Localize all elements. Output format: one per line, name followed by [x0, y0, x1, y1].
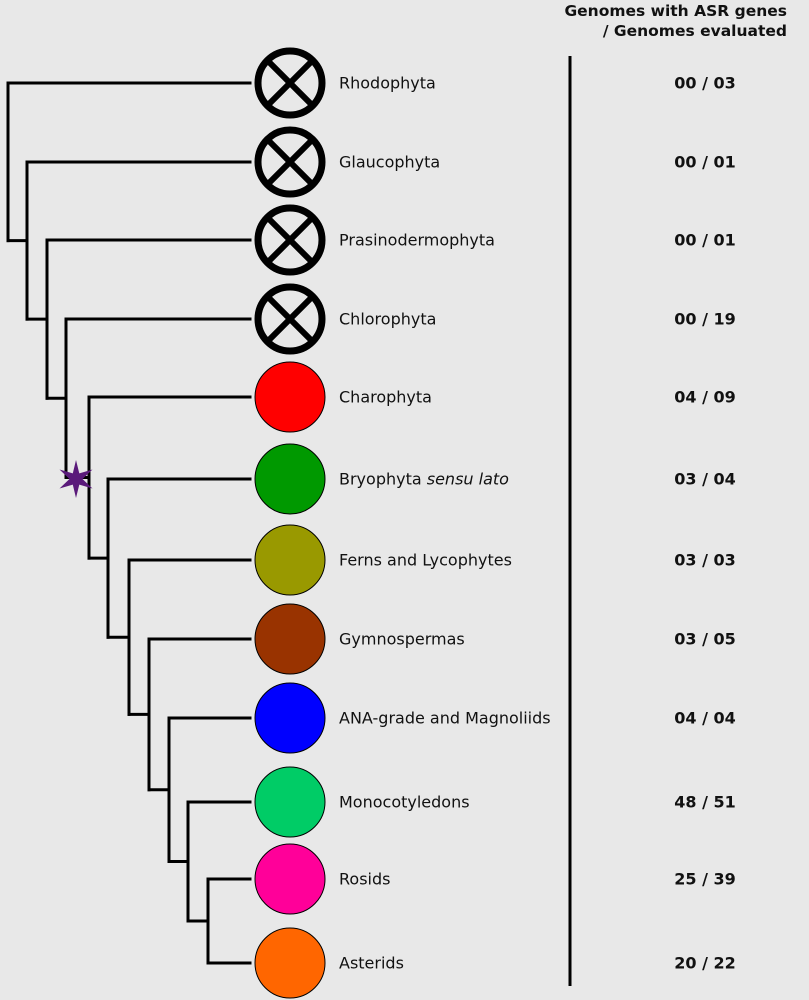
column-header-line-1: Genomes with ASR genes: [564, 2, 787, 20]
column-header-line-2: / Genomes evaluated: [602, 22, 787, 40]
taxon-name-text: Asterids: [339, 953, 404, 973]
circle-cross-stroke: [265, 58, 315, 108]
circle-cross-ring: [254, 204, 326, 276]
taxon-name: Chlorophyta: [339, 310, 436, 329]
genome-count: 03 / 05: [674, 629, 736, 649]
circle-cross-stroke: [265, 294, 315, 344]
filled-circle-icon: [254, 603, 326, 675]
taxon-name-text: Rhodophyta: [339, 73, 436, 93]
taxon-name-text: Prasinodermophyta: [339, 230, 495, 250]
circle-cross-icon: [254, 47, 326, 119]
filled-circle-icon: [254, 682, 326, 754]
star-marker: [59, 460, 93, 498]
taxon-name: Rosids: [339, 870, 390, 889]
circle-cross-icon: [254, 283, 326, 355]
genome-count: 03 / 03: [674, 550, 736, 570]
taxon-name: Charophyta: [339, 388, 432, 407]
circle-cross-ring: [254, 283, 326, 355]
genome-count: 48 / 51: [674, 792, 736, 812]
circle-cross-icon: [254, 204, 326, 276]
genome-count: 00 / 01: [674, 230, 736, 250]
circle-cross-stroke: [265, 137, 315, 187]
taxon-name: Rhodophyta: [339, 74, 436, 93]
genome-count: 20 / 22: [674, 953, 736, 973]
star-icon: [59, 460, 93, 498]
taxon-name: Asterids: [339, 954, 404, 973]
taxon-markers: [254, 47, 326, 999]
filled-circle-icon: [254, 524, 326, 596]
circle-cross-ring: [254, 126, 326, 198]
taxon-name-text: Gymnospermas: [339, 629, 465, 649]
taxon-name-text: Rosids: [339, 869, 391, 889]
taxon-name: Monocotyledons: [339, 793, 470, 812]
filled-circle-icon: [254, 927, 326, 999]
taxon-name: Bryophyta sensu lato: [339, 470, 509, 489]
filled-circle-icon: [254, 443, 326, 515]
circle-cross-stroke: [265, 215, 315, 265]
genome-count: 03 / 04: [674, 469, 736, 489]
taxon-name: Glaucophyta: [339, 153, 440, 172]
taxon-name-text: Chlorophyta: [339, 309, 437, 329]
taxon-name-text: Charophyta: [339, 387, 432, 407]
genome-count: 04 / 09: [674, 387, 736, 407]
taxon-name-text: ANA-grade and Magnoliids: [339, 708, 551, 728]
taxon-name-text: Bryophyta: [339, 469, 427, 489]
taxon-name-text: Ferns and Lycophytes: [339, 550, 512, 570]
taxon-name: Gymnospermas: [339, 630, 465, 649]
circle-cross-ring: [254, 47, 326, 119]
taxon-name: ANA-grade and Magnoliids: [339, 709, 551, 728]
genome-count: 00 / 03: [674, 73, 736, 93]
filled-circle-icon: [254, 766, 326, 838]
genome-count: 04 / 04: [674, 708, 736, 728]
filled-circle-icon: [254, 361, 326, 433]
taxon-name-text: Monocotyledons: [339, 792, 470, 812]
genome-count: 25 / 39: [674, 869, 736, 889]
circle-cross-icon: [254, 126, 326, 198]
filled-circle-icon: [254, 843, 326, 915]
taxon-name-italic: sensu lato: [426, 469, 509, 489]
genome-count: 00 / 01: [674, 152, 736, 172]
genome-count: 00 / 19: [674, 309, 736, 329]
taxon-name: Ferns and Lycophytes: [339, 551, 512, 570]
taxon-name: Prasinodermophyta: [339, 231, 495, 250]
taxon-name-text: Glaucophyta: [339, 152, 441, 172]
